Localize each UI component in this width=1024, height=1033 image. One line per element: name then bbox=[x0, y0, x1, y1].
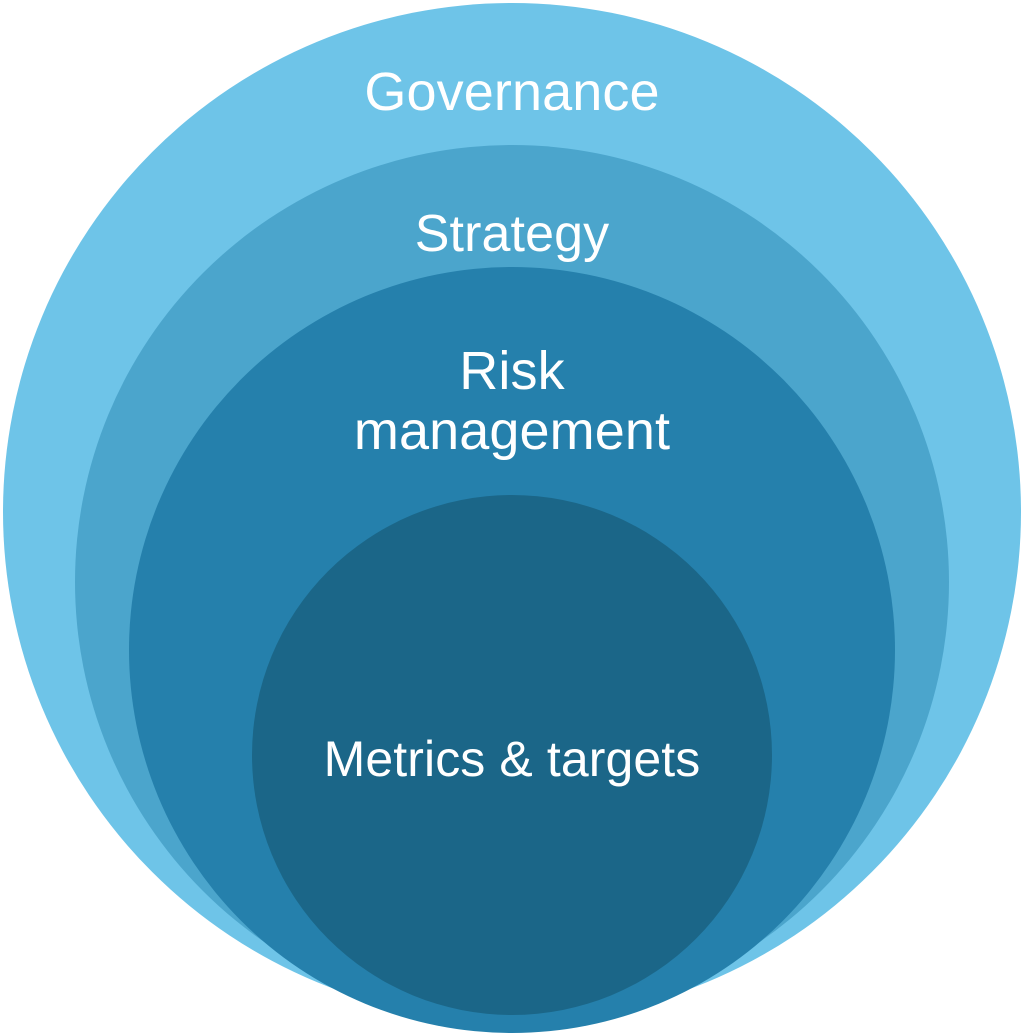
ring-metrics-targets[interactable] bbox=[252, 495, 772, 1015]
